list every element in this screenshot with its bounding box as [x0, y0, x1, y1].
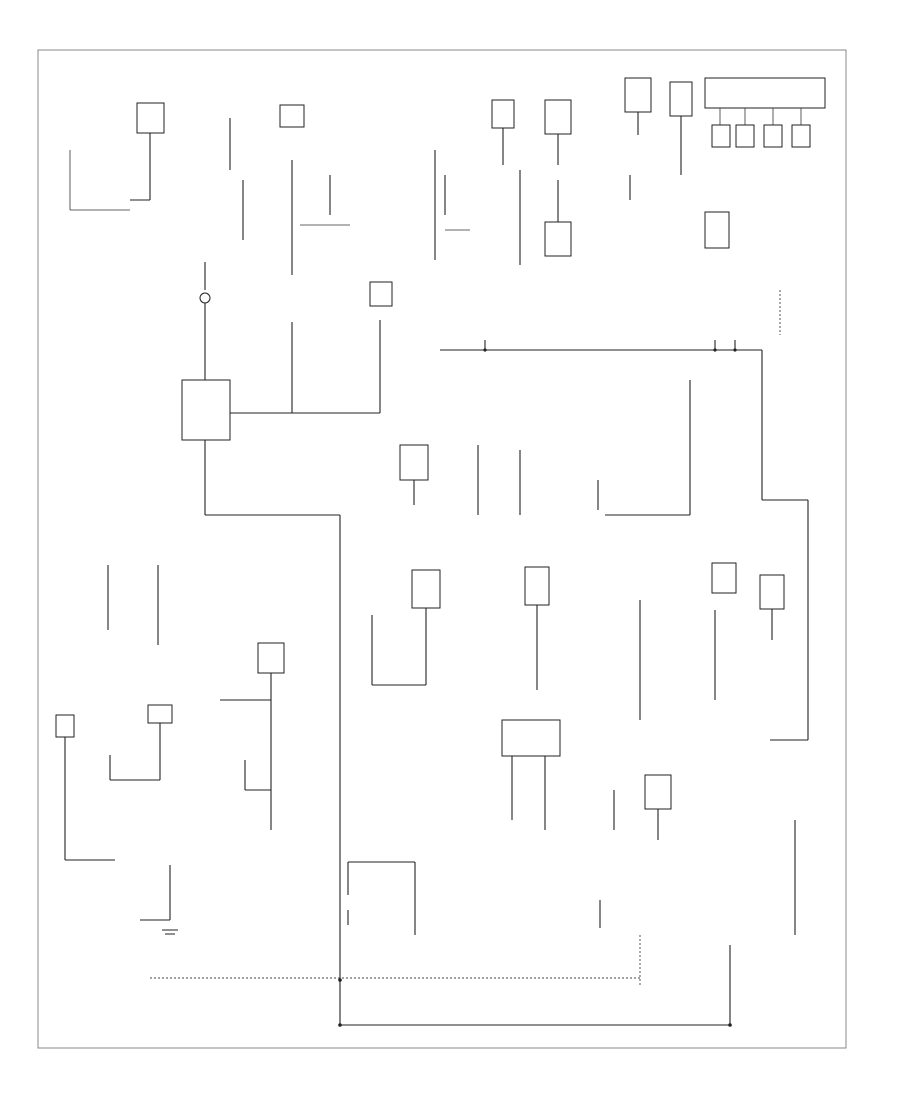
component-box: [524, 566, 550, 606]
component-box: [369, 281, 393, 307]
component-box: [257, 642, 285, 674]
component-box: [399, 444, 429, 481]
component-box: [147, 704, 173, 724]
component-box: [491, 99, 515, 129]
component-box: [544, 99, 572, 135]
left-middle-circuit: [181, 262, 393, 516]
module-box: [501, 719, 561, 757]
module-connector: [791, 124, 811, 148]
component-box: [759, 574, 785, 610]
upper-bus: [440, 290, 809, 741]
diagram-frame: [37, 49, 847, 1049]
component-box: [644, 774, 672, 810]
component-box: [136, 102, 165, 134]
component-box: [704, 211, 730, 249]
module-connector: [763, 124, 783, 148]
right-lower-circuit: [501, 562, 796, 1025]
module-connector: [735, 124, 755, 148]
relay-box: [181, 379, 231, 441]
top-components: [69, 77, 826, 275]
left-lower-circuit: [55, 565, 178, 935]
component-box: [624, 77, 652, 113]
center-lower-circuit: [150, 515, 732, 1027]
component-box: [411, 569, 441, 609]
component-box: [544, 221, 572, 257]
module-box: [704, 77, 826, 109]
component-box: [669, 81, 693, 117]
component-box: [279, 104, 305, 128]
component-box: [711, 562, 737, 594]
module-connector: [711, 124, 731, 148]
center-components: [399, 444, 599, 515]
component-box: [55, 714, 75, 738]
